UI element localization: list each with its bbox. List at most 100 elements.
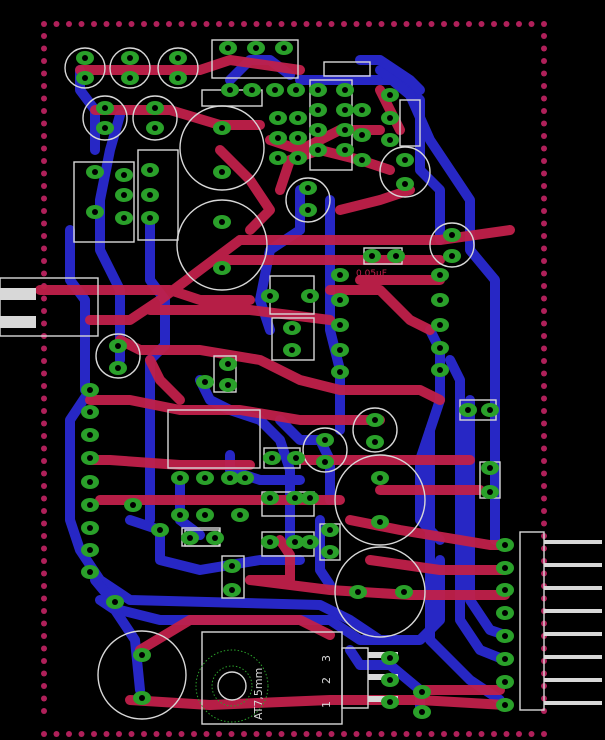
outline-dot xyxy=(541,445,547,452)
outline-dot xyxy=(41,45,47,52)
drill-hole xyxy=(87,525,93,531)
outline-dot xyxy=(103,731,110,737)
drill-hole xyxy=(437,367,443,373)
drill-hole xyxy=(219,265,225,271)
outline-dot xyxy=(41,195,47,202)
drill-hole xyxy=(327,527,333,533)
drill-hole xyxy=(102,125,108,131)
outline-dot xyxy=(316,21,322,27)
outline-dot xyxy=(41,731,47,737)
outline-dot xyxy=(228,21,235,27)
outline-dot xyxy=(41,245,47,252)
outline-dot xyxy=(41,608,47,614)
outline-dot xyxy=(541,258,547,264)
outline-dot xyxy=(216,731,222,737)
outline-dot xyxy=(541,133,547,139)
drill-hole xyxy=(82,55,88,61)
drill-hole xyxy=(175,75,181,81)
drill-hole xyxy=(177,512,183,518)
drill-hole xyxy=(387,115,393,121)
outline-dot xyxy=(41,233,47,239)
drill-hole xyxy=(225,361,231,367)
drill-hole xyxy=(387,677,393,683)
drill-hole xyxy=(237,512,243,518)
outline-dot xyxy=(278,21,285,27)
outline-dot xyxy=(41,483,47,489)
drill-hole xyxy=(342,147,348,153)
drill-hole xyxy=(502,542,508,548)
outline-dot xyxy=(41,433,47,439)
drill-hole xyxy=(177,475,183,481)
drill-hole xyxy=(342,87,348,93)
outline-dot xyxy=(41,345,47,352)
outline-dot xyxy=(253,21,260,27)
outline-dot xyxy=(41,670,47,677)
outline-dot xyxy=(41,383,47,389)
drill-hole xyxy=(342,127,348,133)
drill-hole xyxy=(502,679,508,685)
outline-dot xyxy=(41,420,47,427)
outline-dot xyxy=(403,731,410,737)
drill-hole xyxy=(267,293,273,299)
outline-dot xyxy=(141,731,147,737)
outline-dot xyxy=(41,295,47,302)
outline-dot xyxy=(541,308,547,314)
outline-dot xyxy=(541,358,547,364)
outline-dot xyxy=(41,470,47,477)
outline-dot xyxy=(41,170,47,177)
outline-dot xyxy=(541,195,547,202)
board-outline-dots xyxy=(41,21,547,737)
outline-dot xyxy=(41,133,47,139)
outline-dot xyxy=(41,220,47,227)
drill-hole xyxy=(437,272,443,278)
outline-dot xyxy=(53,21,60,27)
drill-hole xyxy=(359,107,365,113)
heatsink-icon xyxy=(195,649,269,723)
drill-hole xyxy=(139,695,145,701)
drill-hole xyxy=(337,369,343,375)
outline-dot xyxy=(41,633,47,639)
outline-dot xyxy=(291,21,297,27)
outline-dot xyxy=(41,108,47,114)
drill-hole xyxy=(225,45,231,51)
drill-hole xyxy=(377,519,383,525)
outline-dot xyxy=(41,533,47,539)
outline-dot xyxy=(41,308,47,314)
outline-dot xyxy=(266,731,272,737)
drill-hole xyxy=(437,322,443,328)
outline-dot xyxy=(478,731,485,737)
outline-dot xyxy=(41,695,47,702)
drill-hole xyxy=(87,387,93,393)
outline-dot xyxy=(128,21,135,27)
outline-dot xyxy=(541,283,547,289)
drill-hole xyxy=(121,215,127,221)
drill-hole xyxy=(337,297,343,303)
outline-dot xyxy=(541,483,547,489)
drill-hole xyxy=(502,633,508,639)
drill-hole xyxy=(289,325,295,331)
outline-dot xyxy=(391,731,397,737)
outline-dot xyxy=(41,21,47,27)
drill-hole xyxy=(227,87,233,93)
outline-dot xyxy=(41,645,47,652)
outline-dot xyxy=(416,21,422,27)
outline-dot xyxy=(41,708,47,714)
outline-dot xyxy=(341,731,347,737)
outline-dot xyxy=(366,21,372,27)
outline-dot xyxy=(541,45,547,52)
drill-hole xyxy=(355,589,361,595)
outline-dot xyxy=(41,145,47,152)
drill-hole xyxy=(337,347,343,353)
outline-dot xyxy=(41,370,47,377)
drill-hole xyxy=(275,115,281,121)
outline-dot xyxy=(491,21,497,27)
outline-dot xyxy=(41,508,47,514)
outline-dot xyxy=(41,595,47,602)
outline-dot xyxy=(91,21,97,27)
drill-hole xyxy=(87,502,93,508)
drill-hole xyxy=(449,232,455,238)
drill-hole xyxy=(147,167,153,173)
outline-dot xyxy=(178,731,185,737)
outline-dot xyxy=(491,731,497,737)
